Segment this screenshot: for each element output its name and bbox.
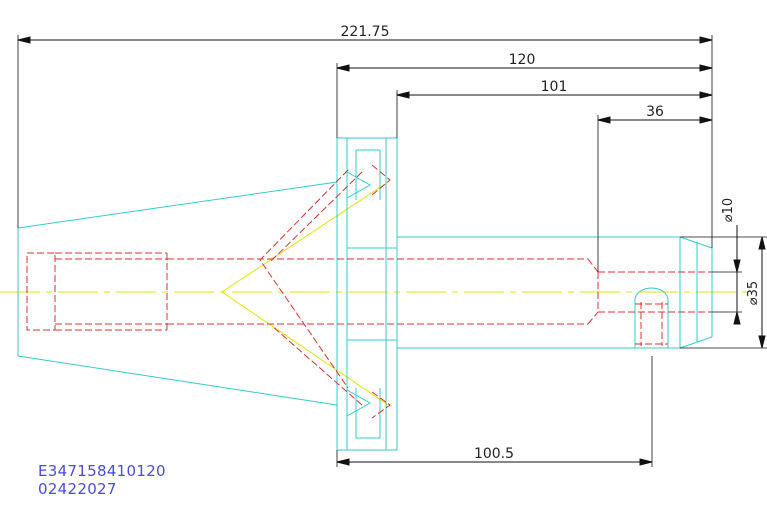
centerline bbox=[0, 181, 752, 406]
hidden-lines bbox=[26, 164, 712, 419]
dim-body-length: 101 bbox=[541, 79, 568, 95]
dim-bore-diameter: ⌀10 bbox=[721, 198, 736, 222]
part-code-line1: E347158410120 bbox=[38, 462, 166, 480]
dim-flange-to-crosshole: 100.5 bbox=[474, 446, 514, 462]
dim-overall-length: 221.75 bbox=[341, 24, 390, 40]
dim-bore-depth: 36 bbox=[646, 104, 664, 120]
dimension-lines bbox=[17, 35, 767, 467]
dim-outer-diameter: ⌀35 bbox=[746, 281, 761, 305]
part-outline bbox=[17, 137, 713, 451]
part-code-line2: 02422027 bbox=[38, 480, 117, 498]
dim-flange-to-end: 120 bbox=[509, 52, 536, 68]
